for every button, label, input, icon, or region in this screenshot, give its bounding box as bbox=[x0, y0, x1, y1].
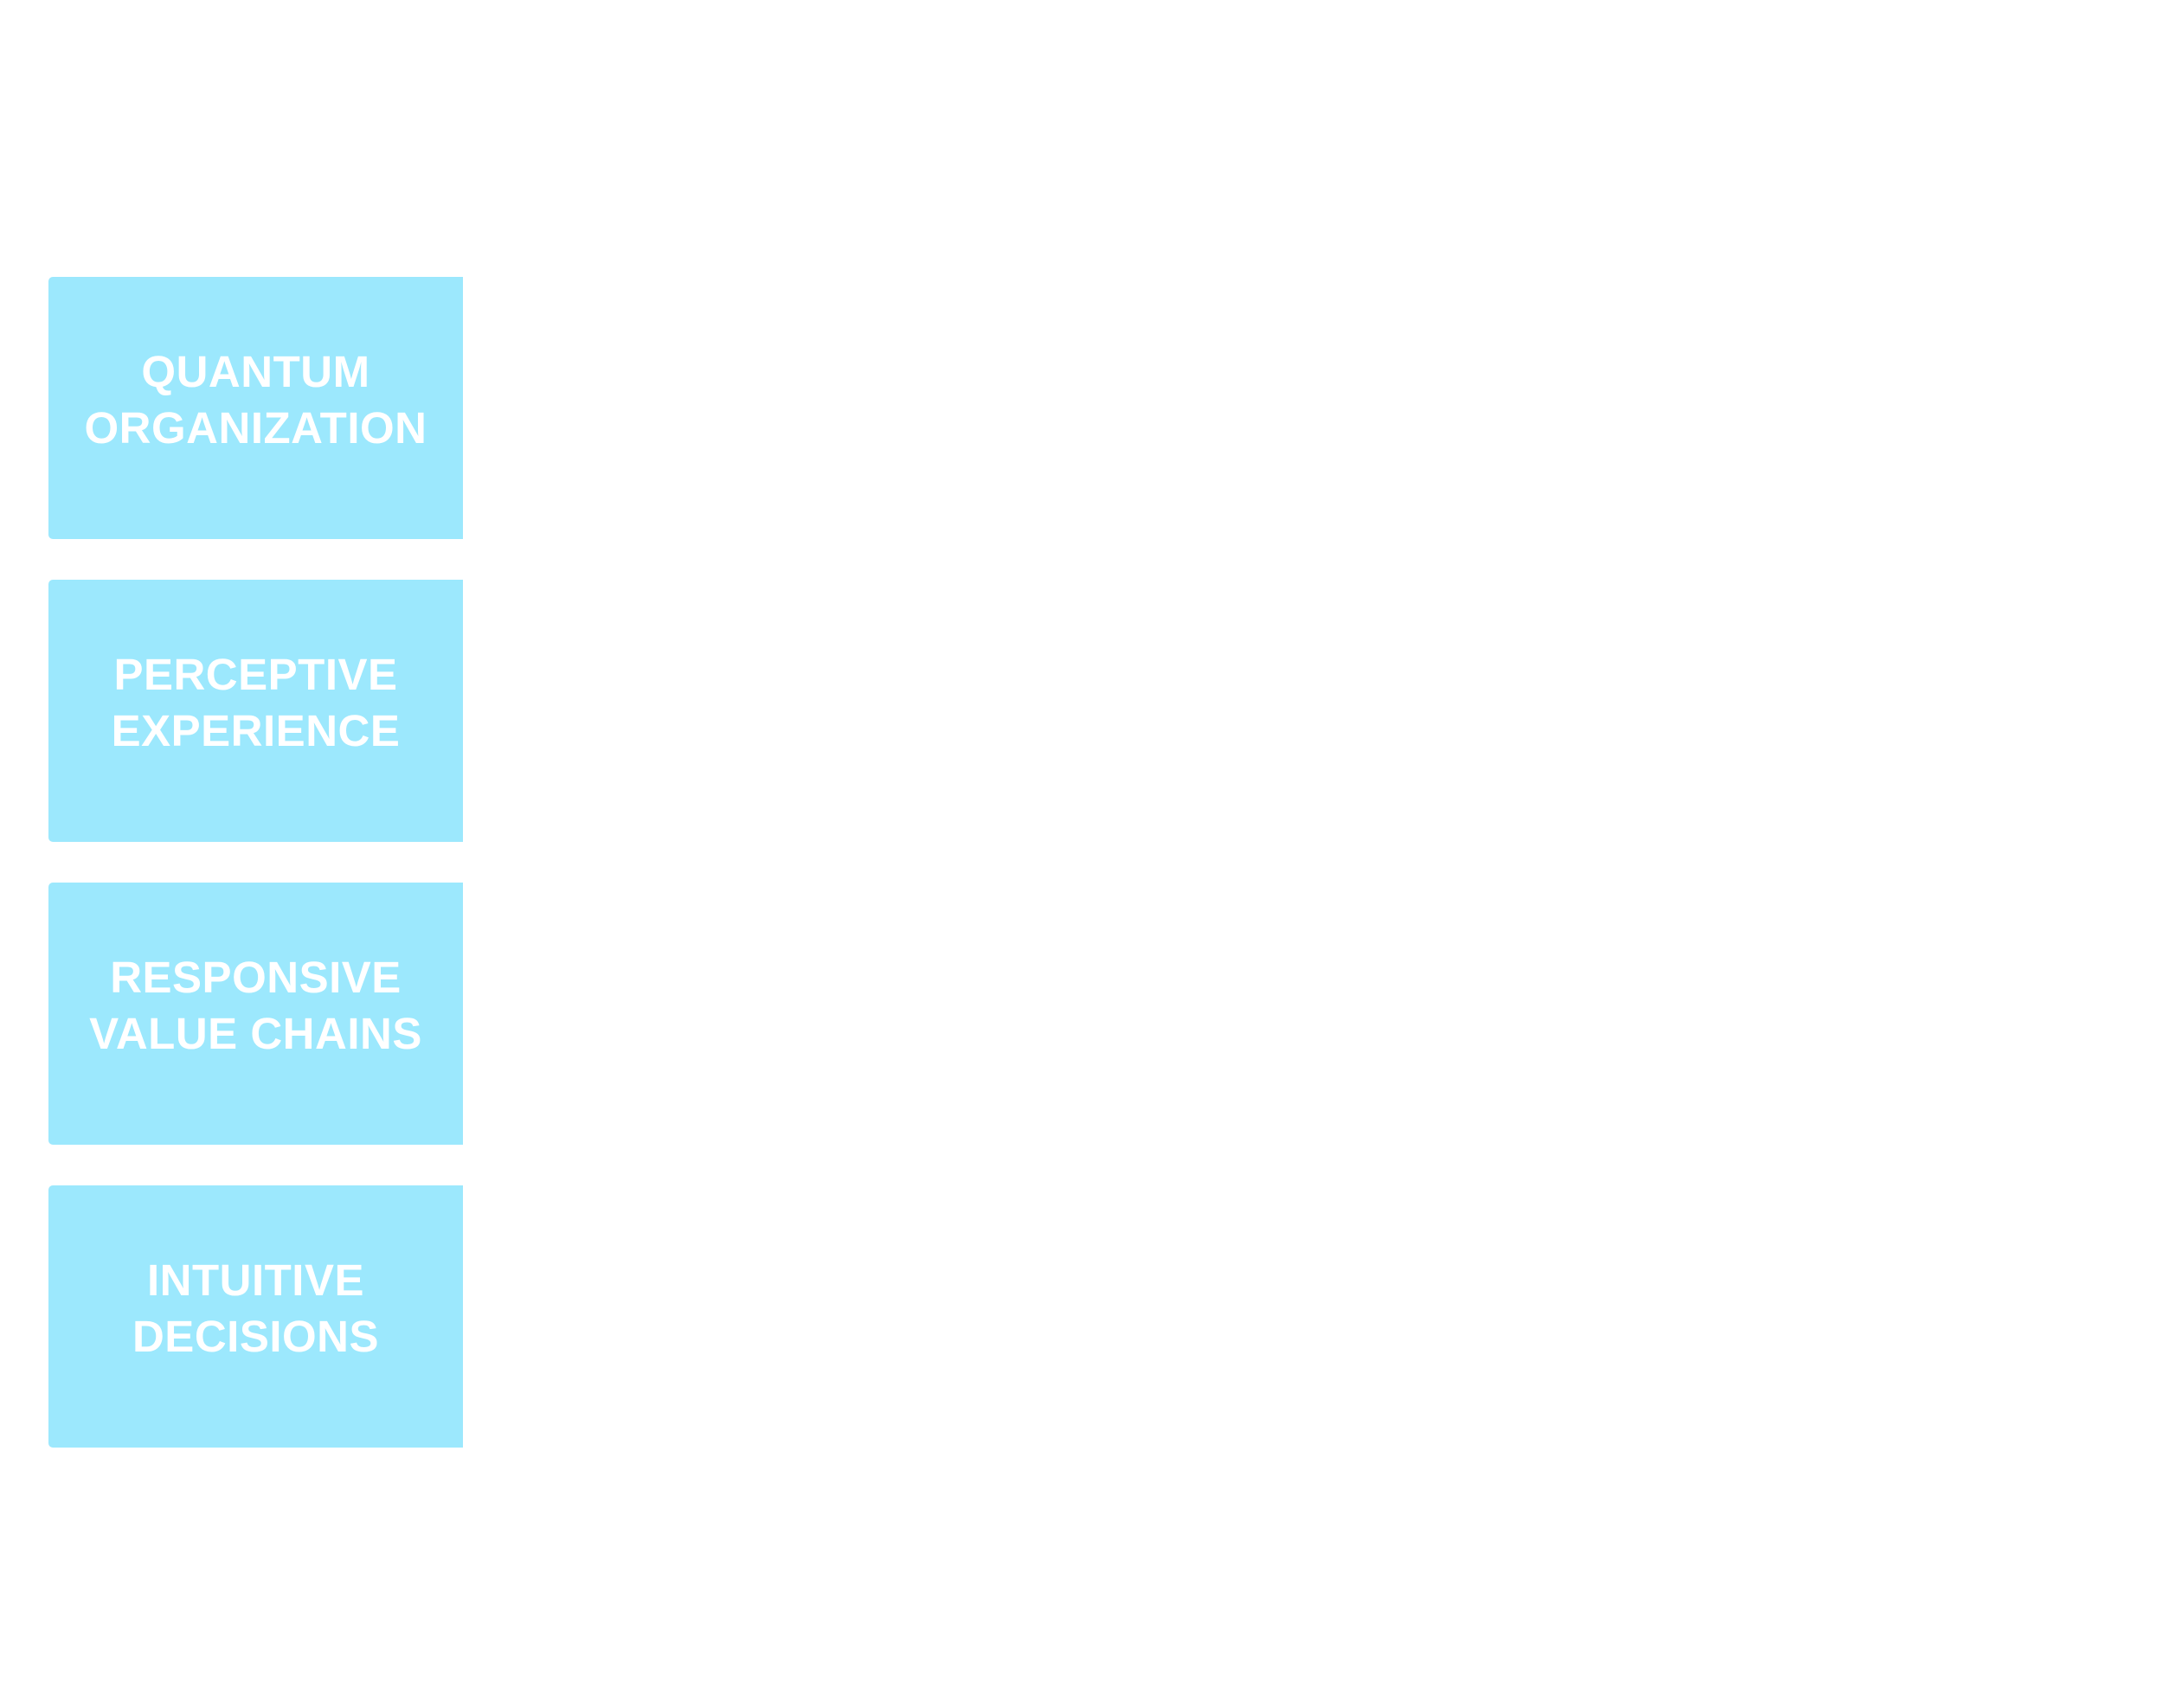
tile-label: PERCEPTIVE EXPERIENCE bbox=[111, 649, 401, 755]
tile-label: INTUITIVE DECISIONS bbox=[132, 1255, 380, 1361]
tile-intuitive-decisions: INTUITIVE DECISIONS bbox=[48, 1185, 463, 1448]
tile-label: QUANTUM ORGANIZATION bbox=[84, 346, 427, 453]
tile-responsive-value-chains: RESPONSIVE VALUE CHAINS bbox=[48, 883, 463, 1145]
tile-label: RESPONSIVE VALUE CHAINS bbox=[89, 952, 422, 1058]
tile-quantum-organization: QUANTUM ORGANIZATION bbox=[48, 277, 463, 539]
tile-perceptive-experience: PERCEPTIVE EXPERIENCE bbox=[48, 580, 463, 842]
